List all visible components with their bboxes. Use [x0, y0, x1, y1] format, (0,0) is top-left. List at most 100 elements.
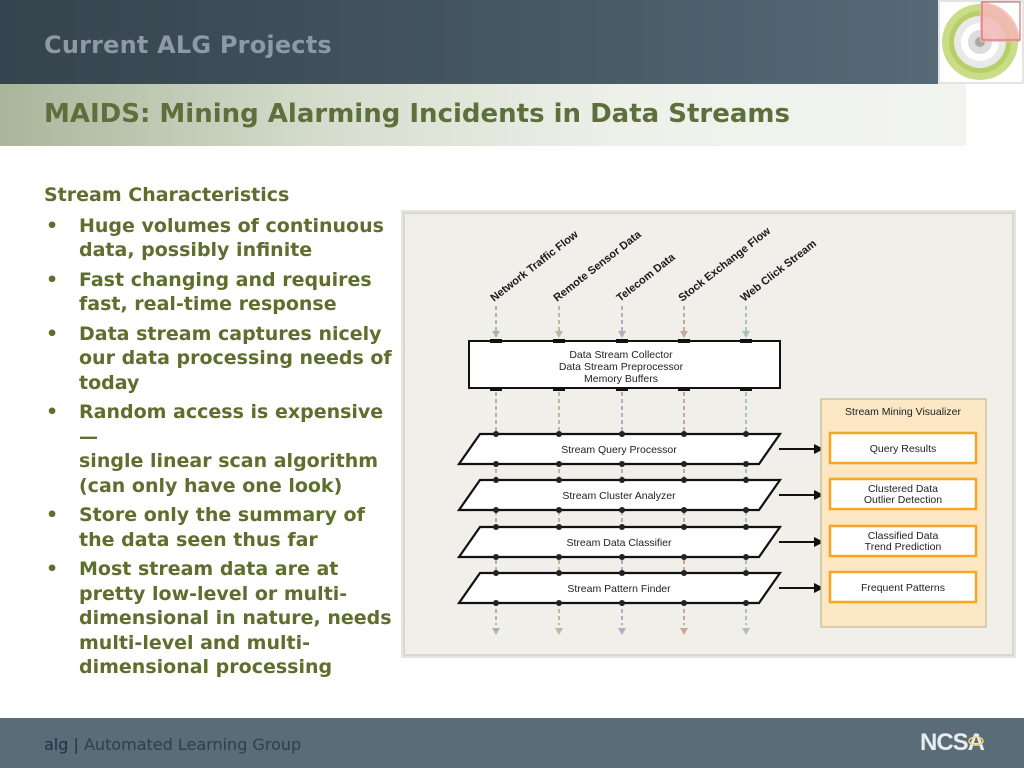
processor-node: [743, 524, 749, 530]
bullet-line: Fast changing and requires: [79, 268, 372, 291]
processor-node: [681, 524, 687, 530]
connector-arrowhead: [814, 537, 824, 547]
processor-node: [619, 461, 625, 467]
processor-box-2: [456, 525, 783, 559]
bullet-line: fast, real-time response: [79, 293, 337, 315]
processor-node: [619, 570, 625, 576]
processor-box-1: [456, 478, 783, 512]
input-arrowhead: [618, 331, 626, 338]
output-box-2: [828, 524, 978, 558]
bullet-line: Store only the summary of: [79, 504, 365, 526]
processor-node: [493, 524, 499, 530]
processor-label-0: Stream Query Processor: [561, 444, 677, 456]
processor-node: [681, 461, 687, 467]
bullet-line: data, possibly infinite: [79, 239, 313, 261]
bullet-dot: •: [46, 401, 59, 423]
processor-node: [556, 600, 562, 606]
processor-node: [556, 477, 562, 483]
output-box-0: [828, 431, 978, 465]
processor-label-3: Stream Pattern Finder: [567, 583, 671, 595]
processor-box-0: [456, 432, 783, 466]
collector-label: Data Stream Preprocessor: [559, 361, 684, 373]
bullet-line: pretty low-level or multi-: [79, 582, 348, 605]
bullet-line: single linear scan algorithm: [79, 450, 379, 472]
alg-logo: [938, 0, 1024, 84]
processor-node: [681, 507, 687, 513]
processor-node: [493, 554, 499, 560]
processor-node: [493, 431, 499, 437]
processor-node: [556, 524, 562, 530]
bullet-line: the data seen thus far: [79, 528, 318, 551]
visualizer-title: Stream Mining Visualizer: [845, 406, 961, 418]
processor-node: [493, 461, 499, 467]
collector-box: [468, 340, 781, 389]
bullet-item: • Random access is expensive—single linea…: [44, 400, 399, 498]
bullet-dot: •: [46, 504, 59, 526]
collector-port-top: [740, 339, 752, 343]
output-arrowhead: [618, 628, 626, 635]
output-arrowhead: [555, 628, 563, 635]
collector-port-top: [490, 339, 502, 343]
ncsa-logo-text: NCSA: [920, 729, 985, 756]
section-heading: Stream Characteristics: [44, 184, 290, 206]
processor-node: [619, 477, 625, 483]
processor-node: [743, 554, 749, 560]
collector-label: Memory Buffers: [584, 373, 658, 385]
collector-port-bottom: [678, 387, 690, 391]
input-arrowhead: [742, 331, 750, 338]
processor-node: [681, 600, 687, 606]
collector-port-top: [553, 339, 565, 343]
bullet-line: dimensional processing: [79, 656, 333, 678]
output-label: Frequent Patterns: [861, 582, 945, 594]
processor-node: [681, 570, 687, 576]
processor-node: [743, 461, 749, 467]
processor-node: [493, 600, 499, 606]
processor-node: [743, 431, 749, 437]
collector-port-bottom: [553, 387, 565, 391]
bullet-dot: •: [46, 268, 59, 291]
connector-arrowhead: [814, 490, 824, 500]
section-title: Current ALG Projects: [44, 31, 332, 59]
output-box-1: [828, 477, 978, 511]
collector-port-top: [678, 339, 690, 343]
collector-label: Data Stream Collector: [569, 349, 673, 361]
processor-node: [681, 431, 687, 437]
processor-node: [619, 507, 625, 513]
page-title: MAIDS: Mining Alarming Incidents in Data…: [44, 99, 790, 129]
bullet-dot: •: [46, 214, 59, 237]
footer-text: alg | Automated Learning Group: [44, 735, 301, 754]
title-band: [0, 84, 966, 146]
ncsa-logo: NCSA: [920, 728, 1008, 756]
processor-node: [619, 600, 625, 606]
bullet-line: dimensional in nature, needs: [79, 607, 392, 629]
processor-node: [556, 461, 562, 467]
bullet-line: our data processing needs of: [79, 347, 392, 369]
processor-node: [556, 554, 562, 560]
processor-node: [681, 554, 687, 560]
bullet-line: (can only have one look): [79, 474, 343, 497]
collector-port-top: [616, 339, 628, 343]
output-arrowhead: [492, 628, 500, 635]
output-arrowhead: [680, 628, 688, 635]
ncsa-logo-icon: NCSA: [920, 729, 986, 756]
processor-node: [619, 431, 625, 437]
footer-brand: alg: [44, 735, 69, 754]
collector-port-bottom: [616, 387, 628, 391]
header-bar: [0, 0, 1024, 84]
alg-logo-icon: [938, 0, 1024, 84]
collector-port-bottom: [740, 387, 752, 391]
processor-node: [556, 507, 562, 513]
bullet-line: Data stream captures nicely: [79, 322, 382, 345]
processor-node: [493, 477, 499, 483]
bullet-dot: •: [46, 322, 59, 345]
input-arrowhead: [492, 331, 500, 338]
output-label: Query Results: [870, 443, 937, 455]
bullet-line: Random access is expensive—: [79, 401, 384, 448]
processor-label-2: Stream Data Classifier: [566, 537, 672, 549]
